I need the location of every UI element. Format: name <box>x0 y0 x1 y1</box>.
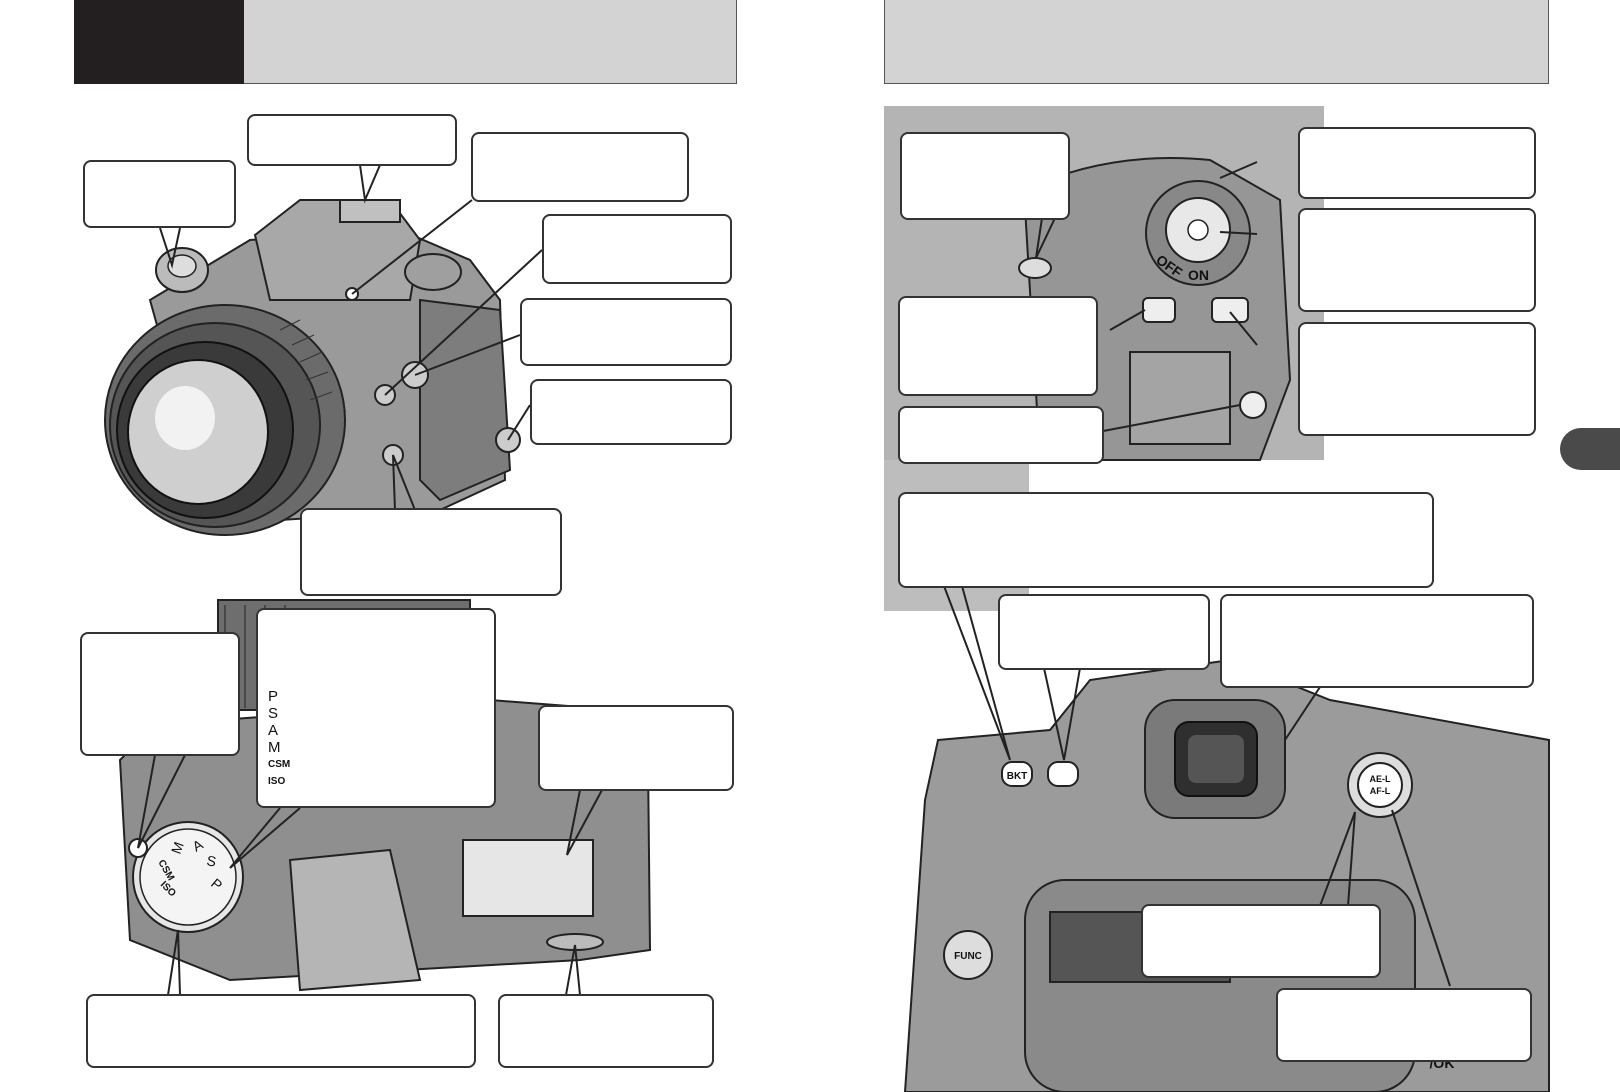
func-button-label: FUNC <box>954 951 982 962</box>
callout-flash-exposure-button <box>1298 322 1536 436</box>
right-page: OFF ON BKT AE-L AF-L FUNC BACK /OK <box>810 0 1620 1092</box>
callout-power-switch <box>1298 127 1536 199</box>
left-page: P S A M CSM ISO M A S P CSM ISO <box>74 0 737 1068</box>
callout-ae-af-lock <box>1276 988 1532 1062</box>
callout-depth-preview <box>520 298 732 366</box>
callout-lens-release <box>300 508 562 596</box>
mode-p: P <box>268 688 279 705</box>
callout-shutter-lock <box>900 132 1070 220</box>
af-l-label: AF-L <box>1370 786 1391 796</box>
callout-self-timer-lamp <box>471 132 689 202</box>
ae-l-label: AE-L <box>1370 774 1391 784</box>
callout-main-command-dial <box>498 994 714 1068</box>
mode-iso: ISO <box>268 776 286 787</box>
bkt-button-label: BKT <box>1007 771 1028 782</box>
mode-m: M <box>268 739 281 756</box>
callout-lcd-panel <box>538 705 734 791</box>
section-side-tab <box>1560 428 1620 470</box>
right-header-bar <box>884 0 1549 84</box>
callout-mode-dial-lock <box>80 632 240 756</box>
callout-exposure-comp-button <box>898 296 1098 396</box>
mode-csm: CSM <box>268 759 291 770</box>
callout-mode-dial-settings <box>256 608 496 808</box>
callout-metering-selector <box>1141 904 1381 978</box>
mode-s: S <box>268 705 279 722</box>
callout-bkt-flash <box>898 492 1434 588</box>
chapter-number-block <box>74 0 244 84</box>
callout-mode-dial-top <box>83 160 236 228</box>
callout-sub-command-dial <box>530 379 732 445</box>
mode-a: A <box>268 722 279 739</box>
power-on-label: ON <box>1188 267 1209 283</box>
dial-mode-list: P S A M CSM ISO <box>268 688 290 790</box>
callout-flash-button <box>542 214 732 284</box>
callout-shutter-button <box>1298 208 1536 312</box>
callout-diopter <box>1220 594 1534 688</box>
callout-lcd-illumination <box>898 406 1104 464</box>
callout-hot-shoe <box>247 114 457 166</box>
callout-flash-mode <box>998 594 1210 670</box>
camera-front-illustration <box>104 164 652 996</box>
callout-dial-bottom <box>86 994 476 1068</box>
